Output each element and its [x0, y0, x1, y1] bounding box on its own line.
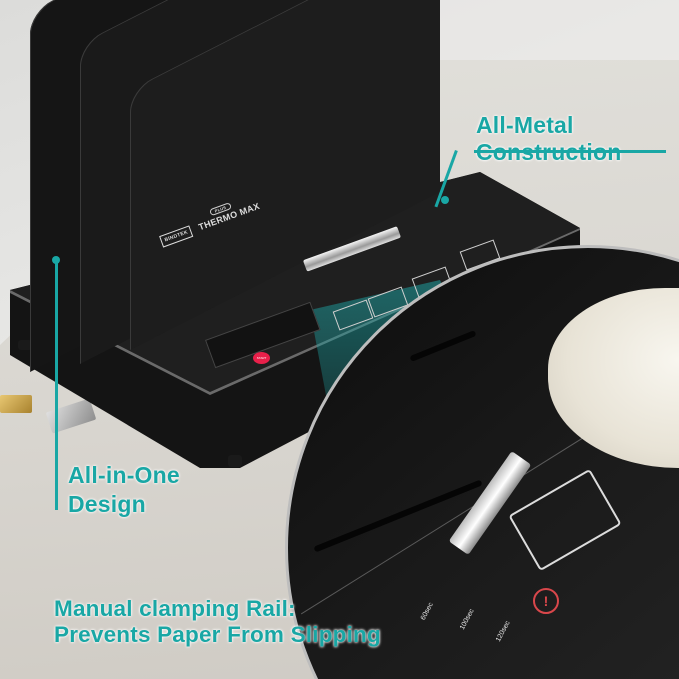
clamping-rail-closeup[interactable] [448, 451, 532, 555]
warning-icon: ! [533, 588, 559, 614]
start-button[interactable]: START [253, 352, 270, 364]
time-setting-120: 120sec [494, 619, 512, 644]
machine-foot [228, 455, 242, 467]
machine-foot [18, 340, 32, 350]
time-setting-60: 60sec [419, 601, 435, 622]
callout-line: Prevents Paper From Slipping [54, 622, 381, 647]
callout-clamping-rail: Manual clamping Rail: Prevents Paper Fro… [54, 596, 381, 648]
callout-underline [474, 150, 666, 153]
callout-anchor-dot [441, 196, 449, 204]
callout-line: All-in-One [68, 462, 180, 488]
callout-line: All-Metal [476, 112, 574, 138]
gold-binder-clip [0, 395, 32, 413]
callout-leader-line [55, 260, 58, 510]
callout-line: Design [68, 491, 146, 517]
callout-all-metal: All-Metal Construction [476, 112, 622, 166]
callout-all-in-one: All-in-One Design [68, 461, 180, 519]
paper-slot [409, 330, 477, 362]
time-setting-100: 100sec [458, 607, 476, 632]
gloved-hand [548, 288, 679, 468]
callout-line: Manual clamping Rail: [54, 596, 296, 621]
instruction-label [508, 468, 622, 572]
callout-anchor-dot [52, 256, 60, 264]
